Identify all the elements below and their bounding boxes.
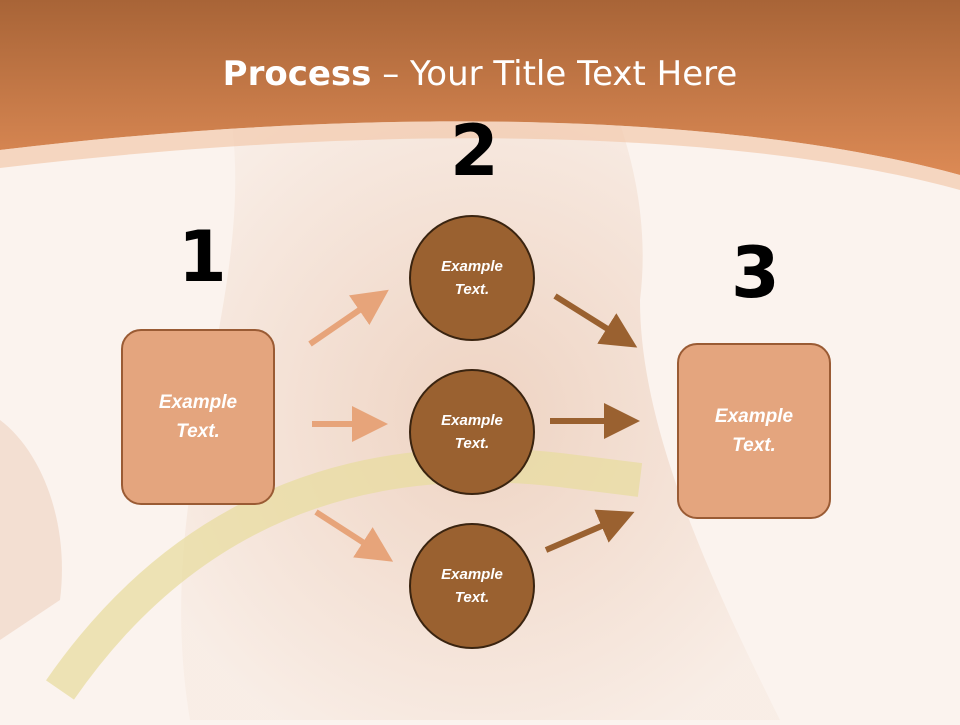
step-box-1: Example Text. (121, 329, 275, 505)
step-number-2: 2 (450, 110, 499, 192)
step-number-3: 3 (731, 232, 780, 314)
circle-top-label: Example Text. (441, 258, 503, 298)
circle-middle-label: Example Text. (441, 412, 503, 452)
circle-bottom-label: Example Text. (441, 566, 503, 606)
title-rest: Your Title Text Here (410, 54, 738, 94)
step-box-3-label: Example Text. (714, 406, 794, 456)
title-bold: Process (222, 54, 372, 94)
circle-bottom: Example Text. (409, 523, 535, 649)
circle-middle: Example Text. (409, 369, 535, 495)
title-dash: – (371, 54, 411, 94)
step-box-3: Example Text. (677, 343, 831, 519)
step-number-1: 1 (178, 216, 227, 298)
slide-title: Process – Your Title Text Here (0, 54, 960, 94)
step-box-1-label: Example Text. (158, 392, 238, 442)
circle-top: Example Text. (409, 215, 535, 341)
